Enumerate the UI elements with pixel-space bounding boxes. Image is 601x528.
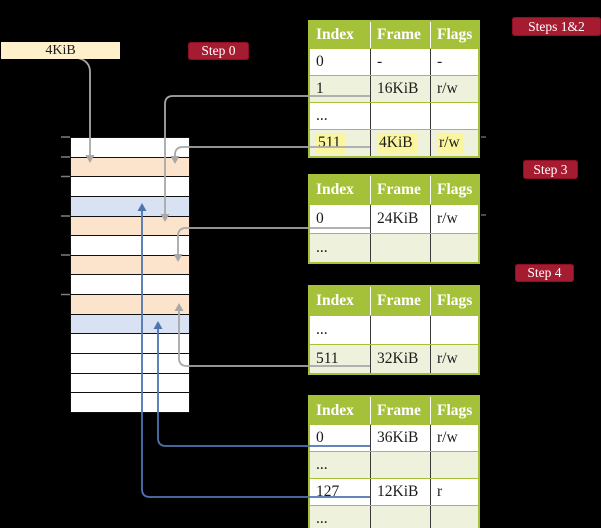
table-cell: r [437, 483, 443, 500]
memory-row-white [71, 392, 189, 412]
table-cell: r/w [431, 130, 478, 156]
table-cell: 4KiB [371, 130, 431, 156]
table-row: 0-- [310, 48, 478, 75]
column-header-index: Index [310, 397, 371, 424]
memory-row-peach [71, 254, 189, 275]
table-cell: - [371, 49, 431, 75]
column-header-frame: Frame [371, 397, 431, 424]
memory-row-white [71, 176, 189, 196]
table-row: 511 4KiB r/w [310, 129, 478, 156]
table-cell [431, 316, 478, 344]
table-cell: r/w [437, 80, 458, 97]
table-row: ... [310, 233, 478, 262]
table-cell: r/w [437, 429, 458, 446]
table-cell: r/w [437, 350, 458, 367]
table-cell: 1 [310, 76, 371, 102]
table-cell [431, 234, 478, 262]
step-label-3: Step 3 [523, 160, 578, 179]
table-cell: 127 [310, 479, 371, 505]
memory-row-white [71, 353, 189, 373]
table-cell: 36KiB [371, 425, 431, 451]
memory-row-peach [71, 215, 189, 236]
column-header-index: Index [310, 287, 371, 315]
memory-row-white [71, 138, 189, 157]
memory-tick-marks [61, 136, 70, 296]
column-header-index: Index [310, 22, 371, 48]
table-cell [431, 506, 478, 528]
row-marker-dashes [481, 136, 486, 216]
table-cell: - [437, 53, 443, 70]
memory-row-white [71, 235, 189, 255]
table-cell [371, 316, 431, 344]
step-label-0: Step 0 [188, 42, 249, 60]
step-label-1-2: Steps 1&2 [512, 17, 601, 36]
memory-column [70, 137, 190, 413]
table-cell: 0 [310, 205, 371, 233]
column-header-flags: Flags [437, 401, 473, 419]
page-size-box: 4KiB [1, 42, 120, 59]
memory-row-blue [71, 313, 189, 334]
table-cell [371, 103, 431, 129]
memory-row-blue [71, 195, 189, 216]
highlighted-value: 511 [316, 133, 345, 153]
table-cell: 24KiB [371, 205, 431, 233]
memory-row-white [71, 274, 189, 295]
table-cell: 511 [310, 345, 371, 373]
table-cell: 511 [310, 130, 371, 156]
memory-row-peach [71, 156, 189, 177]
table-cell: 0 [310, 425, 371, 451]
highlighted-value: 4KiB [377, 133, 417, 153]
highlighted-value: r/w [437, 133, 464, 153]
table-row: ... [310, 451, 478, 478]
column-header-frame: Frame [371, 176, 431, 204]
table-cell: r/w [437, 210, 458, 227]
column-header-index: Index [310, 176, 371, 204]
table-row: ... [310, 315, 478, 344]
table-cell: 32KiB [371, 345, 431, 373]
column-header-flags: Flags [437, 292, 473, 309]
memory-row-white [71, 372, 189, 393]
table-cell [371, 506, 431, 528]
table-cell: 16KiB [371, 76, 431, 102]
table-row: ... [310, 505, 478, 528]
table-cell: ... [310, 103, 371, 129]
column-header-frame: Frame [371, 287, 431, 315]
table-cell: 12KiB [371, 479, 431, 505]
table-cell: ... [310, 234, 371, 262]
table-cell [371, 452, 431, 478]
memory-row-peach [71, 294, 189, 314]
table-cell [431, 452, 478, 478]
column-header-flags: Flags [437, 181, 473, 198]
table-cell [371, 234, 431, 262]
column-header-frame: Frame [371, 22, 431, 48]
table-cell: ... [310, 316, 371, 344]
table-cell: ... [310, 506, 371, 528]
table-cell: 0 [310, 49, 371, 75]
table-cell: ... [310, 452, 371, 478]
table-cell [431, 103, 478, 129]
step-label-4: Step 4 [515, 264, 574, 282]
column-header-flags: Flags [437, 26, 473, 43]
table-row: ... [310, 102, 478, 129]
memory-row-white [71, 333, 189, 354]
